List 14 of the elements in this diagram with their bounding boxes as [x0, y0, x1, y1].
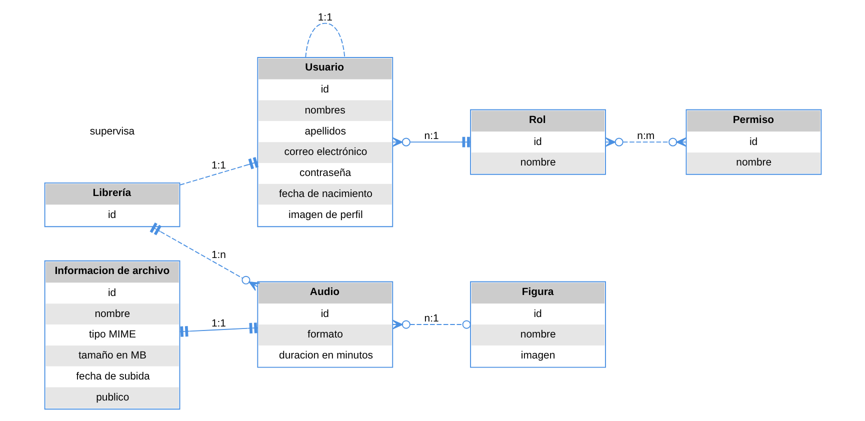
- connector: [179, 157, 258, 186]
- edge-label: n:1: [424, 313, 438, 324]
- edge-label: n:1: [424, 131, 438, 142]
- edge-label: 1:1: [317, 12, 332, 24]
- connector: [304, 22, 345, 58]
- connector: [149, 222, 260, 291]
- edge-label: 1:n: [210, 250, 226, 261]
- connector: [392, 320, 470, 330]
- edge-label: n:m: [636, 131, 654, 142]
- label: supervisa: [89, 126, 134, 138]
- edge-label: 1:1: [210, 318, 226, 330]
- edge-label: 1:1: [210, 160, 226, 172]
- connector: [179, 322, 258, 337]
- connector: [604, 137, 686, 147]
